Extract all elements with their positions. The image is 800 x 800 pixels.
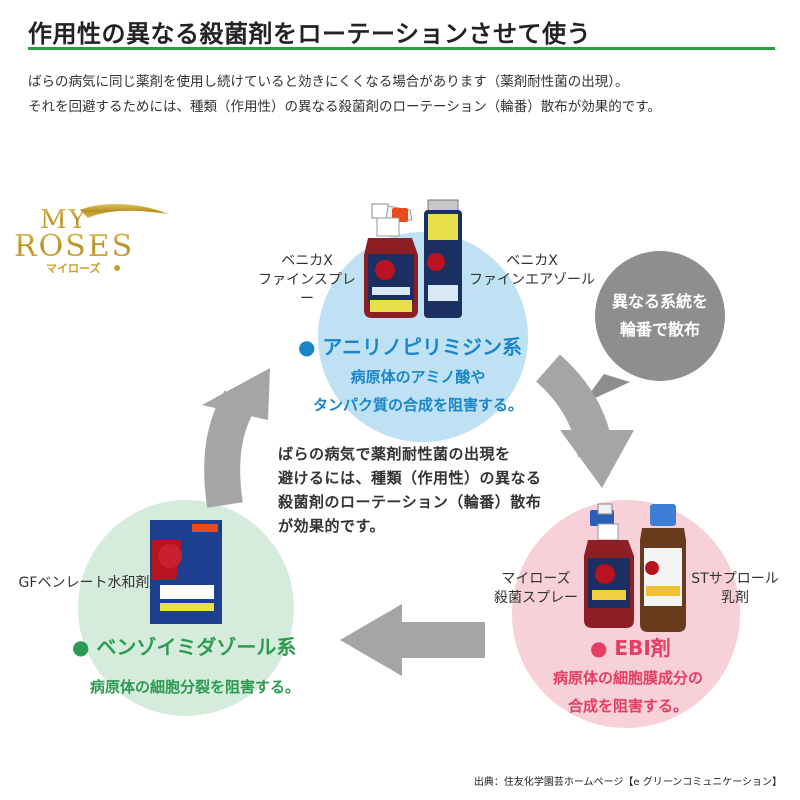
center-line-2: 避けるには、種類（作用性）の異なる	[278, 469, 542, 487]
ebi-title: ● EBI剤	[590, 636, 671, 660]
product-label-benica-spray: ベニカX ファインスプレー	[252, 252, 362, 309]
logo-registered-icon	[114, 265, 120, 271]
center-line-3: 殺菌剤のローテーション（輪番）散布	[278, 493, 542, 511]
anilino-title: ● アニリノピリミジン系	[298, 335, 523, 359]
product-label-benica-spray-line-2: ファインスプレー	[258, 272, 356, 307]
product-label-benica-aerosol: ベニカX ファインエアゾール	[462, 252, 602, 290]
product-label-my-roses-spray-line-1: マイローズ	[501, 571, 571, 587]
product-label-st-saprol-line-2: 乳剤	[721, 590, 749, 606]
product-label-gf-benlate: GFベンレート水和剤	[18, 575, 150, 591]
product-label-benica-aerosol-line-1: ベニカX	[506, 253, 558, 269]
logo-roses-text: ROSES	[14, 229, 134, 264]
anilino-description-line-2: タンパク質の合成を阻害する。	[312, 396, 523, 414]
page-title: 作用性の異なる殺菌剤をローテーションさせて使う	[28, 20, 592, 48]
arrow-benzimidazole-to-anilino-icon	[202, 368, 270, 508]
product-label-st-saprol-line-1: STサプロール	[691, 571, 779, 587]
logo-sub-text: マイローズ	[46, 261, 100, 275]
product-label-my-roses-spray: マイローズ 殺菌スプレー	[488, 570, 584, 608]
my-roses-fungicide-spray-bottle	[584, 503, 634, 628]
arrow-ebi-to-benzimidazole-icon	[340, 604, 486, 676]
product-label-st-saprol: STサプロール 乳剤	[680, 570, 790, 608]
center-line-1: ばらの病気で薬剤耐性菌の出現を	[278, 445, 511, 463]
arrow-anilino-to-ebi-icon	[535, 354, 634, 488]
benzimidazole-title: ● ベンゾイミダゾール系	[72, 635, 297, 659]
ebi-description-line-1: 病原体の細胞膜成分の	[552, 669, 703, 687]
product-label-my-roses-spray-line-2: 殺菌スプレー	[494, 590, 578, 606]
my-roses-logo: MY ROSES マイローズ	[14, 203, 168, 275]
st-saprol-emulsion-bottle	[640, 504, 686, 632]
benzimidazole-description: 病原体の細胞分裂を阻害する。	[89, 678, 300, 696]
ebi-description-line-2: 合成を阻害する。	[567, 697, 688, 715]
gf-benlate-box	[150, 520, 222, 624]
rotation-hint-line-2: 輪番で散布	[619, 320, 700, 339]
anilino-description: 病原体のアミノ酸や タンパク質の合成を阻害する。	[298, 363, 538, 419]
source-credit: 出典：住友化学園芸ホームページ【e グリーンコミュニケーション】	[473, 777, 782, 788]
rotation-hint-text: 異なる系統を 輪番で散布	[594, 288, 726, 344]
intro-line-2: それを回避するためには、種類（作用性）の異なる殺菌剤のローテーション（輪番）散布…	[28, 99, 661, 115]
anilino-description-line-1: 病原体のアミノ酸や	[350, 368, 486, 386]
product-label-benica-aerosol-line-2: ファインエアゾール	[469, 272, 595, 288]
intro-line-1: ばらの病気に同じ薬剤を使用し続けていると効きにくくなる場合があります（薬剤耐性菌…	[28, 74, 629, 90]
center-line-4: が効果的です。	[278, 517, 386, 535]
logo-my-text: MY	[40, 205, 88, 235]
benica-x-fine-aerosol-can	[424, 199, 462, 318]
center-explanation: ばらの病気で薬剤耐性菌の出現を 避けるには、種類（作用性）の異なる 殺菌剤のロー…	[278, 442, 568, 538]
intro-text: ばらの病気に同じ薬剤を使用し続けていると効きにくくなる場合があります（薬剤耐性菌…	[28, 70, 778, 120]
title-underline	[28, 47, 775, 50]
ebi-description: 病原体の細胞膜成分の 合成を阻害する。	[528, 664, 728, 720]
benica-x-fine-spray-bottle	[364, 203, 418, 318]
rotation-hint-line-1: 異なる系統を	[611, 292, 708, 311]
anilino-circle	[318, 232, 528, 442]
logo-swoosh-icon	[80, 203, 168, 218]
product-label-benica-spray-line-1: ベニカX	[281, 253, 333, 269]
